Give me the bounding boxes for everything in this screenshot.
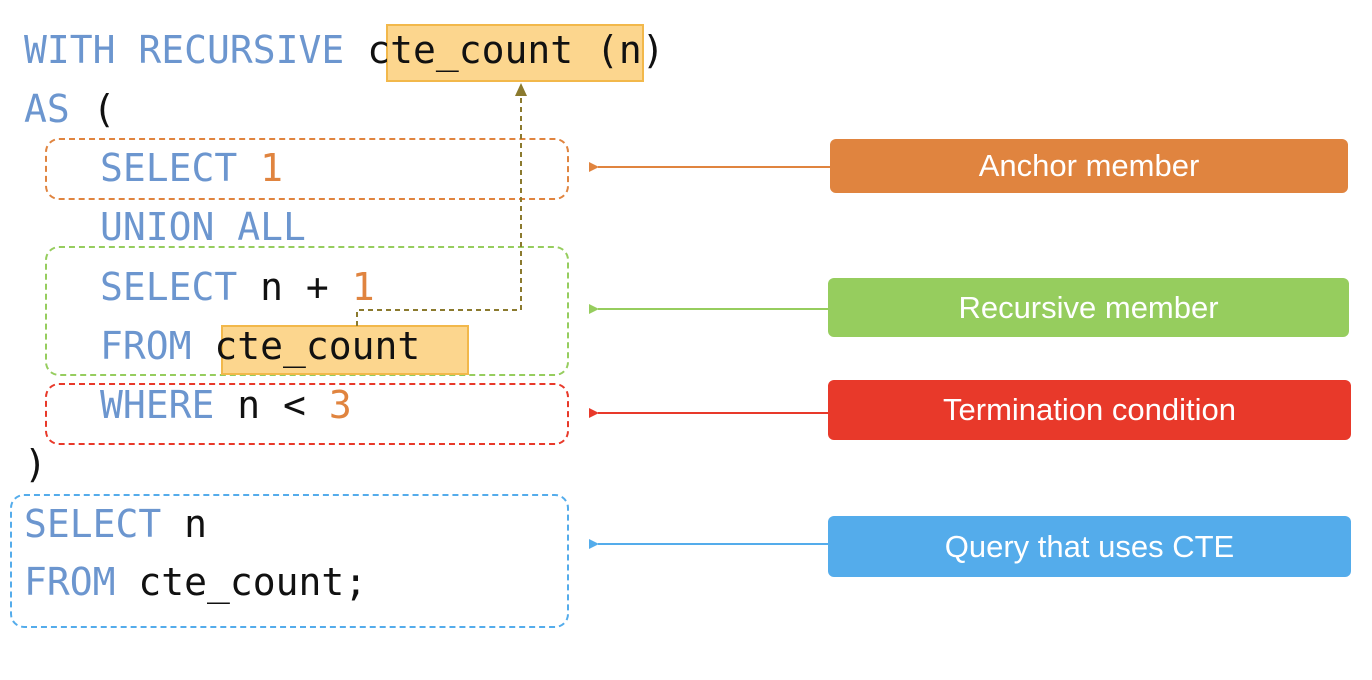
- anchor-member-label: Anchor member: [830, 139, 1348, 193]
- cte-params: (n): [596, 28, 665, 72]
- identifier: cte_count;: [138, 560, 368, 604]
- expression: n +: [260, 265, 329, 309]
- query-using-cte-label: Query that uses CTE: [828, 516, 1351, 577]
- query-using-cte-box: [10, 494, 569, 628]
- cte-name-highlight: [386, 24, 644, 82]
- open-paren: (: [92, 87, 116, 131]
- recursive-member-box: [45, 246, 569, 376]
- recursive-member-label: Recursive member: [828, 278, 1349, 337]
- number-literal: 3: [328, 383, 352, 427]
- termination-condition-box: [45, 383, 569, 445]
- keyword: WHERE: [100, 383, 215, 427]
- number-literal: 1: [260, 146, 284, 190]
- keyword: SELECT: [100, 265, 238, 309]
- code-line-recursive-select: SELECT n + 1: [100, 265, 375, 309]
- code-line-recursive-from: FROM cte_count: [100, 324, 420, 368]
- keyword: RECURSIVE: [138, 28, 345, 72]
- self-reference-arrow: [356, 94, 522, 326]
- keyword: AS: [24, 87, 70, 131]
- cte-reference: cte_count: [214, 324, 421, 368]
- anchor-member-box: [45, 138, 569, 200]
- code-line-close-paren: ): [24, 442, 47, 486]
- code-line-union-all: UNION ALL: [100, 205, 306, 249]
- keyword: UNION ALL: [100, 205, 306, 249]
- keyword: SELECT: [100, 146, 238, 190]
- keyword: WITH: [24, 28, 116, 72]
- expression: n <: [237, 383, 306, 427]
- code-line-as: AS (: [24, 87, 116, 131]
- code-line-with: WITH RECURSIVE cte_count (n): [24, 28, 665, 72]
- code-line-anchor-select: SELECT 1: [100, 146, 283, 190]
- keyword: FROM: [100, 324, 192, 368]
- keyword: FROM: [24, 560, 116, 604]
- cte-name: cte_count: [367, 28, 574, 72]
- termination-condition-label: Termination condition: [828, 380, 1351, 440]
- self-reference-arrowhead: [515, 83, 527, 96]
- code-line-outer-select: SELECT n: [24, 502, 207, 546]
- close-paren: ): [24, 442, 47, 486]
- code-line-outer-from: FROM cte_count;: [24, 560, 367, 604]
- identifier: n: [184, 502, 208, 546]
- keyword: SELECT: [24, 502, 162, 546]
- number-literal: 1: [351, 265, 375, 309]
- cte-reference-highlight: [221, 325, 469, 375]
- code-line-where: WHERE n < 3: [100, 383, 352, 427]
